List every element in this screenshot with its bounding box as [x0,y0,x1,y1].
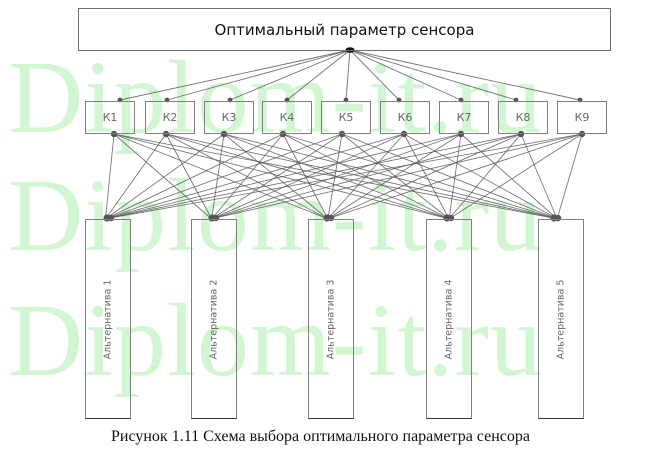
criterion-label: К5 [338,111,354,124]
criterion-node-k5: К5 [321,101,371,134]
criterion-node-k3: К3 [204,101,254,134]
root-node-label: Оптимальный параметр сенсора [214,20,475,39]
criterion-label: К2 [162,111,178,124]
criterion-label: К3 [221,111,237,124]
criterion-node-k7: К7 [439,101,489,134]
criterion-node-k4: К4 [262,101,312,134]
alternative-label: Альтернатива 1 [102,279,114,359]
alternative-label: Альтернатива 3 [325,279,337,359]
alternative-node-1: Альтернатива 1 [85,219,131,419]
alternative-node-5: Альтернатива 5 [538,219,584,419]
alternative-label: Альтернатива 5 [555,279,567,359]
criterion-label: К8 [515,111,531,124]
watermark-row-3: Diplom-it.ru [8,283,543,398]
criterion-label: К1 [102,111,118,124]
alternative-label: Альтернатива 4 [443,279,455,359]
alternative-node-4: Альтернатива 4 [426,219,472,419]
criterion-node-k1: К1 [85,101,135,134]
alternative-node-2: Альтернатива 2 [191,219,237,419]
alternative-label: Альтернатива 2 [208,279,220,359]
watermark-row-1: Diplom-it.ru [8,40,543,155]
alternative-node-3: Альтернатива 3 [308,219,354,419]
root-node-optimal-parameter: Оптимальный параметр сенсора [78,8,611,51]
figure-caption: Рисунок 1.11 Схема выбора оптимального п… [111,428,530,445]
criterion-node-k2: К2 [145,101,195,134]
criterion-label: К7 [456,111,472,124]
criterion-node-k9: К9 [557,101,607,134]
criterion-label: К9 [574,111,590,124]
criterion-node-k6: К6 [380,101,430,134]
criterion-label: К4 [279,111,295,124]
criterion-node-k8: К8 [498,101,548,134]
criterion-label: К6 [397,111,413,124]
